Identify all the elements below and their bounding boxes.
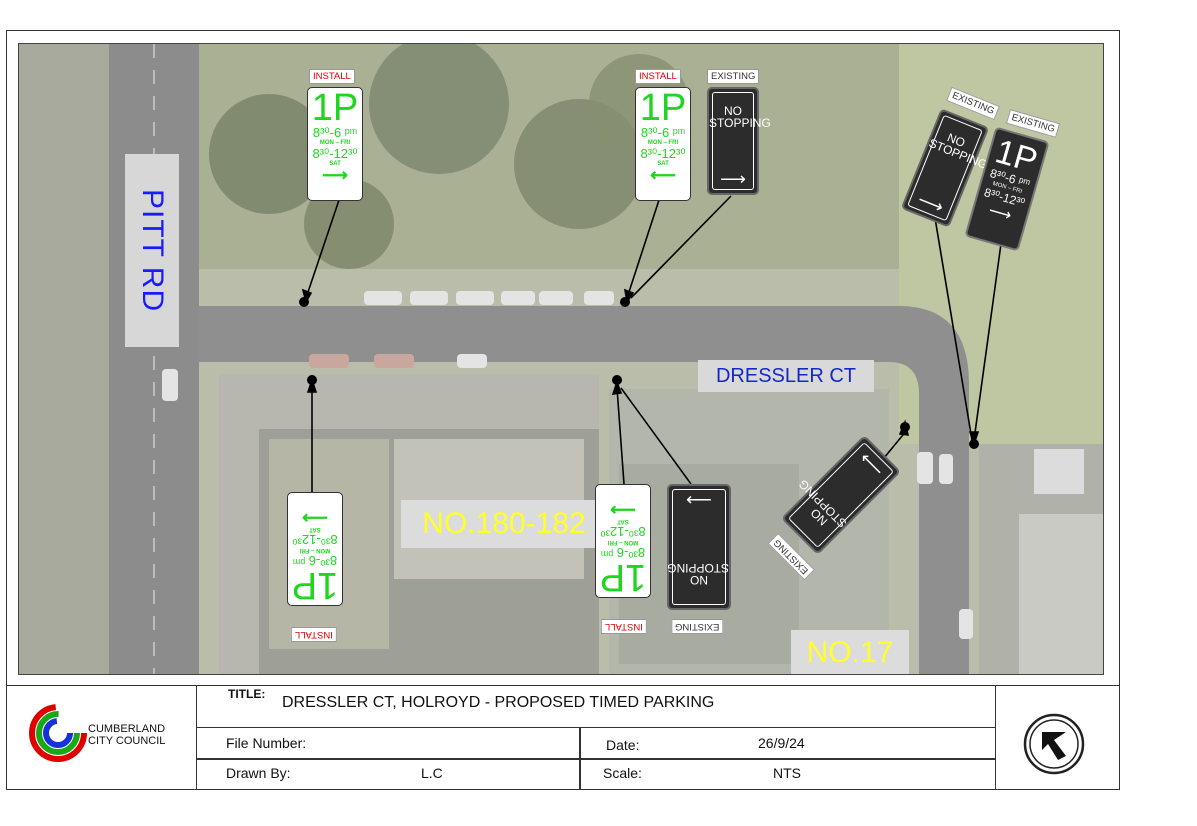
arrow-left-icon: ⟶ <box>686 490 712 510</box>
sign-sat-days: SAT <box>329 161 341 167</box>
install-tag: INSTALL <box>309 69 355 84</box>
sign-1p-label: 1P <box>639 87 687 129</box>
aerial-map: PITT RD DRESSLER CT NO.180-182 NO.17 INS… <box>18 43 1104 675</box>
sign-weekday-days: MON – FRI <box>647 140 679 146</box>
sign-weekday-time: 8³⁰-6 ᵖᵐ <box>600 545 646 560</box>
sign-1p-install-north-east: 1P 8³⁰-6 ᵖᵐ MON – FRI 8³⁰-12³⁰ SAT ⟵ <box>635 87 691 201</box>
pitt-road-label: PITT RD <box>125 154 179 347</box>
sign-1p-install-south-west: 1P 8³⁰-6 ᵖᵐ MON – FRI 8³⁰-12³⁰ SAT ⟶ <box>287 492 343 606</box>
drawing-title: DRESSLER CT, HOLROYD - PROPOSED TIMED PA… <box>282 694 715 711</box>
scale-value: NTS <box>773 765 801 781</box>
dressler-court-surface <box>199 306 969 674</box>
date-label: Date: <box>606 737 640 753</box>
existing-tag: EXISTING <box>671 619 724 634</box>
council-name-line1: CUMBERLAND <box>88 723 166 735</box>
sign-weekday-days: MON – FRI <box>319 140 351 146</box>
drawn-by-value: L.C <box>421 765 443 781</box>
sign-1p-label: 1P <box>599 556 647 598</box>
sign-no-label: NO <box>724 104 742 118</box>
scale-label: Scale: <box>603 765 642 781</box>
existing-tag: EXISTING <box>707 69 760 84</box>
sign-stopping-label: STOPPING <box>709 116 771 130</box>
arrow-right-icon: ⟶ <box>720 169 746 189</box>
property-label-180-182: NO.180-182 <box>401 500 607 548</box>
date-value: 26/9/24 <box>758 735 805 751</box>
title-block: CUMBERLAND CITY COUNCIL TITLE: DRESSLER … <box>6 685 1120 790</box>
sign-weekday-time: 8³⁰-6 ᵖᵐ <box>292 553 338 568</box>
arrow-right-icon: ⟶ <box>610 500 636 520</box>
arrow-left-icon: ⟵ <box>650 165 676 185</box>
title-label: TITLE: <box>228 687 266 701</box>
arrow-right-icon: ⟶ <box>302 508 328 528</box>
sign-sat-time: 8³⁰-12³⁰ <box>292 532 338 547</box>
sign-sat-time: 8³⁰-12³⁰ <box>600 524 646 539</box>
sign-1p-install-south-east: 1P 8³⁰-6 ᵖᵐ MON – FRI 8³⁰-12³⁰ SAT ⟶ <box>595 484 651 598</box>
install-tag: INSTALL <box>291 627 337 642</box>
install-tag: INSTALL <box>601 619 647 634</box>
drawn-by-label: Drawn By: <box>226 765 291 781</box>
arrow-right-icon: ⟶ <box>322 165 348 185</box>
sign-1p-install-north-west: 1P 8³⁰-6 ᵖᵐ MON – FRI 8³⁰-12³⁰ SAT ⟶ <box>307 87 363 201</box>
sign-stopping-label: STOPPING <box>667 561 729 575</box>
sign-weekday-time: 8³⁰-6 ᵖᵐ <box>640 125 686 140</box>
sign-sat-time: 8³⁰-12³⁰ <box>312 146 358 161</box>
sign-sat-days: SAT <box>657 161 669 167</box>
sign-1p-label: 1P <box>291 564 339 606</box>
council-logo <box>29 704 87 762</box>
property-label-17: NO.17 <box>791 630 909 674</box>
sign-sat-time: 8³⁰-12³⁰ <box>640 146 686 161</box>
parked-cars <box>162 291 973 639</box>
sign-1p-label: 1P <box>311 87 359 129</box>
dressler-court-label: DRESSLER CT <box>698 360 874 392</box>
file-number-label: File Number: <box>226 735 307 751</box>
sign-no-label: NO <box>690 573 708 587</box>
sign-post-markers <box>299 297 979 449</box>
council-name-line2: CITY COUNCIL <box>88 735 166 747</box>
sign-weekday-time: 8³⁰-6 ᵖᵐ <box>312 125 358 140</box>
council-name: CUMBERLAND CITY COUNCIL <box>88 723 165 747</box>
north-arrow-icon <box>1023 713 1085 775</box>
install-tag: INSTALL <box>635 69 681 84</box>
